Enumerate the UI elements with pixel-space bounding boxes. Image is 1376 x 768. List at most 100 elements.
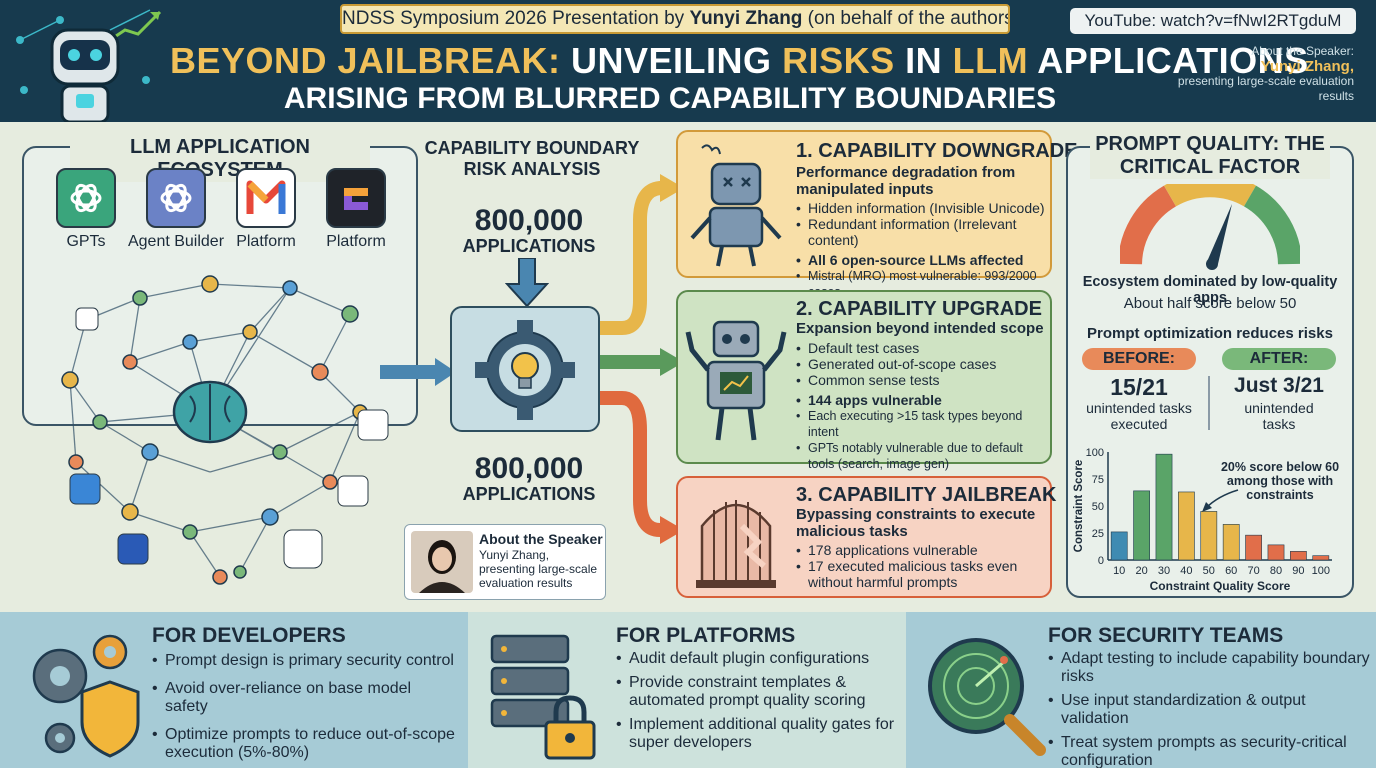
developers-panel: FOR DEVELOPERS Prompt design is primary … [0, 612, 468, 768]
recommendation-item: Avoid over-reliance on base model safety [152, 680, 458, 716]
header-banner: NDSS Symposium 2026 Presentation by Yuny… [0, 0, 1376, 122]
risk-bullets: Default test cases Generated out-of-scop… [796, 340, 1052, 472]
bar [1110, 531, 1128, 561]
risk-subtitle: Expansion beyond intended scope [796, 320, 1044, 337]
analysis-engine [450, 306, 600, 432]
risk-bullet: Hidden information (Invisible Unicode) [796, 200, 1052, 216]
risk-bullet: Each executing >15 task types beyond int… [796, 408, 1052, 440]
down-arrow-icon [505, 258, 549, 308]
risk-bullet: Generated out-of-scope cases [796, 356, 1052, 372]
recommendation-item: Treat system prompts as security-critica… [1048, 734, 1370, 768]
recommendation-item: Prompt design is primary security contro… [152, 652, 458, 670]
risk-subtitle: Bypassing constraints to execute malicio… [796, 506, 1036, 540]
platforms-panel: FOR PLATFORMS Audit default plugin confi… [468, 612, 906, 768]
conference-banner: NDSS Symposium 2026 Presentation by Yuny… [340, 4, 1010, 34]
annotation-arrowhead [1202, 502, 1212, 512]
app-count-bottom-label: APPLICATIONS [462, 484, 596, 504]
platform-label-agent-builder: Agent Builder [127, 233, 225, 250]
risk-bullet: Redundant information (Irrelevant conten… [796, 216, 1052, 248]
recommendation-title: FOR PLATFORMS [616, 624, 796, 647]
recommendation-item: Audit default plugin configurations [616, 650, 898, 668]
speaker-card-desc: presenting large-scale evaluation result… [479, 562, 598, 590]
risk-capability-downgrade: 1. CAPABILITY DOWNGRADE Performance degr… [676, 130, 1078, 299]
s-platform-tile[interactable] [326, 168, 386, 228]
chart-annotation: 20% score below 60 among those with cons… [1220, 460, 1340, 502]
risk-bullet: Common sense tests [796, 372, 1052, 388]
y-tick-label: 100 [1086, 447, 1104, 459]
bar [1290, 551, 1307, 561]
recommendation-item: Optimize prompts to reduce out-of-scope … [152, 726, 458, 762]
risk-title: 1. CAPABILITY DOWNGRADE [796, 140, 1078, 162]
bar [1178, 491, 1195, 561]
before-badge: BEFORE: [1082, 348, 1196, 370]
recommendation-item: Provide constraint templates & automated… [616, 674, 898, 710]
after-badge: AFTER: [1222, 348, 1336, 370]
youtube-link[interactable]: YouTube: watch?v=fNwI2RTgduM [1070, 8, 1356, 34]
y-tick-label: 75 [1092, 474, 1104, 486]
flow-arrows [380, 174, 684, 544]
bar [1222, 524, 1240, 561]
openai-icon [70, 183, 102, 213]
before-value: 15/21 [1110, 374, 1168, 400]
risk-bullet: All 6 open-source LLMs affected [796, 252, 1052, 268]
x-tick-label: 30 [1158, 565, 1170, 577]
risk-subtitle: Performance degradation from manipulated… [796, 164, 1016, 198]
x-tick-label: 40 [1180, 565, 1192, 577]
page-subtitle: ARISING FROM BLURRED CAPABILITY BOUNDARI… [283, 82, 1057, 115]
bar [1200, 511, 1218, 561]
broken-robot-icon [690, 144, 782, 267]
speaker-card-name: Yunyi Zhang, [479, 548, 550, 562]
x-tick-label: 50 [1203, 565, 1215, 577]
broken-cage-icon [696, 500, 776, 588]
bar [1155, 453, 1173, 561]
prompt-quality-title: PROMPT QUALITY: THE CRITICAL FACTOR [1090, 133, 1330, 179]
brain-icon [172, 380, 248, 444]
optimization-line: Prompt optimization reduces risks [1087, 325, 1333, 342]
gpts-tile[interactable] [56, 168, 116, 228]
recommendation-item: Implement additional quality gates for s… [616, 716, 898, 752]
speaker-photo [411, 531, 473, 593]
bar [1245, 534, 1262, 561]
app-network-graph [61, 275, 389, 585]
agent-builder-tile[interactable] [146, 168, 206, 228]
risk-bullet: Default test cases [796, 340, 1052, 356]
recommendation-item: Adapt testing to include capability boun… [1048, 650, 1370, 686]
server-lock-icon [490, 634, 596, 760]
x-tick-label: 100 [1312, 565, 1330, 577]
y-axis-title: Constraint Score [1073, 460, 1085, 553]
x-tick-label: 10 [1113, 565, 1125, 577]
recommendation-title: FOR SECURITY TEAMS [1048, 624, 1284, 647]
risk-bullet: 17 executed malicious tasks even without… [796, 558, 1052, 590]
recommendation-list: Adapt testing to include capability boun… [1048, 650, 1370, 768]
risk-capability-upgrade: 2. CAPABILITY UPGRADE Expansion beyond i… [676, 290, 1052, 471]
platform-label-m: Platform [236, 233, 296, 250]
x-tick-label: 70 [1247, 565, 1259, 577]
bar [1133, 490, 1150, 561]
before-desc: unintended tasks executed [1086, 400, 1192, 432]
security-teams-panel: FOR SECURITY TEAMS Adapt testing to incl… [906, 612, 1376, 768]
strong-robot-icon [685, 320, 787, 441]
app-count-bottom: 800,000 [474, 452, 584, 485]
half-score-line: About half score below 50 [1123, 295, 1297, 312]
page-title: BEYOND JAILBREAK: UNVEILING RISKS IN LLM… [170, 40, 1309, 81]
recommendation-list: Audit default plugin configurations Prov… [616, 650, 898, 758]
x-tick-label: 90 [1292, 565, 1304, 577]
bar [1312, 555, 1330, 561]
m-platform-tile[interactable] [236, 168, 296, 228]
y-tick-label: 50 [1092, 501, 1104, 513]
before-after-divider [1208, 376, 1210, 430]
ecosystem-title: LLM APPLICATION ECOSYSTEM [70, 136, 370, 182]
recommendation-title: FOR DEVELOPERS [152, 624, 346, 647]
y-tick-label: 0 [1098, 555, 1104, 567]
x-tick-label: 80 [1270, 565, 1282, 577]
risk-bullet: GPTs notably vulnerable due to default t… [796, 440, 1052, 472]
risk-bullets: 178 applications vulnerable 17 executed … [796, 542, 1052, 590]
risk-analysis-title: CAPABILITY BOUNDARY RISK ANALYSIS [424, 138, 640, 179]
m-logo-icon [246, 180, 286, 214]
platform-label-gpts: GPTs [66, 233, 106, 250]
x-tick-label: 60 [1225, 565, 1237, 577]
x-tick-label: 20 [1135, 565, 1147, 577]
platform-label-s: Platform [326, 233, 386, 250]
recommendation-list: Prompt design is primary security contro… [152, 652, 458, 768]
